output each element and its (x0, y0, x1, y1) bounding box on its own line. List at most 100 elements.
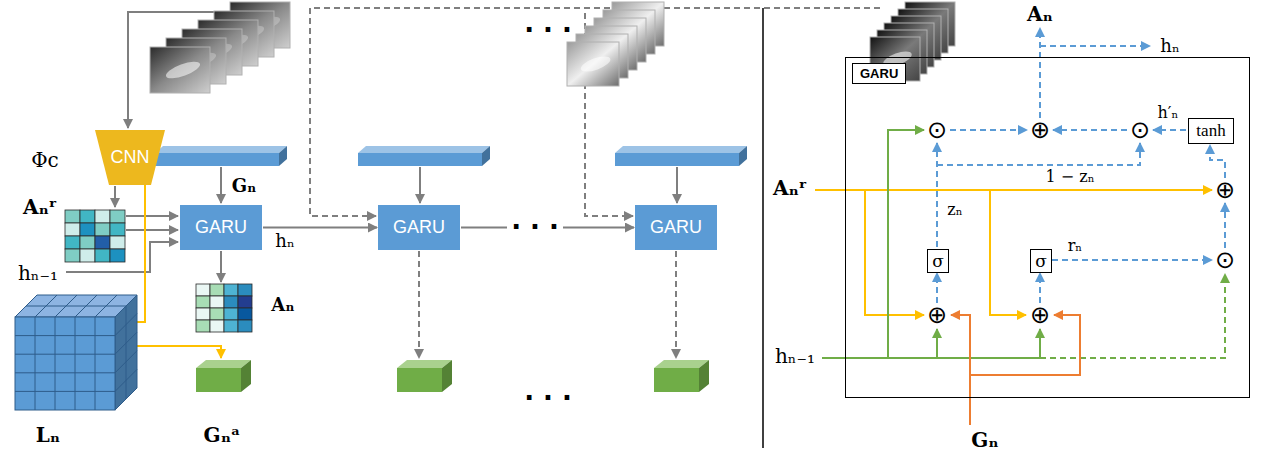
node-text: GARU (195, 218, 247, 238)
operator: ⊕ (927, 302, 947, 328)
flow-arrow (937, 143, 1140, 165)
operator: ⊕ (1215, 177, 1235, 203)
matrix-cell (95, 236, 110, 249)
bar-side (442, 360, 452, 392)
node-text: GARU (650, 218, 702, 238)
matrix-cell (65, 236, 80, 249)
operator: ⊙ (927, 117, 947, 143)
matrix-cell (80, 236, 95, 249)
matrix-cell (224, 308, 238, 320)
cnn-block: CNN (95, 130, 165, 185)
bar-side (699, 360, 709, 392)
state-line (888, 130, 924, 358)
matrix-cell (95, 223, 110, 236)
state-connector (263, 227, 377, 229)
matrix-cell (238, 284, 252, 296)
frame-highlight (579, 53, 612, 74)
bar-front (358, 153, 482, 166)
gate-flow (937, 28, 1225, 303)
video-frames (150, 2, 955, 93)
input-label: Gₙ (971, 429, 998, 451)
sigmoid-gate: σ (927, 249, 949, 273)
garu-cell: GARU (180, 205, 262, 250)
output-label: Aₙ (1027, 3, 1053, 25)
arrow (126, 229, 178, 231)
flow-arrow (1052, 259, 1212, 261)
output-bars (196, 360, 709, 392)
dashed-arrow (418, 251, 420, 358)
feature-bars (155, 146, 747, 166)
operator: ⊕ (1030, 302, 1050, 328)
flow-arrow (1039, 28, 1041, 118)
gate-label: 1 − zₙ (1045, 168, 1094, 186)
bar-front (654, 368, 699, 392)
trapezoid-fill (95, 130, 165, 185)
bar-top (155, 146, 287, 153)
operator: ⊙ (1130, 117, 1150, 143)
global-line (951, 315, 970, 425)
feature-line (137, 346, 221, 358)
state-line (1039, 329, 1041, 358)
arrow (419, 167, 421, 203)
matrix-cell (65, 249, 80, 262)
matrix-cell (95, 249, 110, 262)
flow-arrow (1040, 45, 1150, 47)
matrix-cell (196, 284, 210, 296)
bar-front (155, 153, 279, 166)
matrix-label: Aₙʳ (23, 196, 57, 218)
matrix-cell (238, 320, 252, 332)
video-frame (567, 42, 619, 86)
node-text: GARU (393, 218, 445, 238)
flow-arrow (1053, 129, 1127, 131)
gate-label: rₙ (1068, 237, 1083, 255)
operator: ⊙ (1215, 247, 1235, 273)
dashed-arrow (310, 8, 600, 216)
matrix-cell (238, 308, 252, 320)
flow-arrow (1153, 129, 1186, 131)
operator: ⊕ (1030, 117, 1050, 143)
input-line (990, 190, 1026, 315)
matrix-cell (95, 210, 110, 223)
gate-label: zₙ (947, 201, 962, 219)
arrow (220, 167, 222, 203)
flow-arrow (1210, 145, 1225, 178)
flow-arrow (1224, 203, 1226, 248)
arrow (114, 186, 116, 207)
ellipsis: · · · (524, 16, 572, 45)
feature-label: Lₙ (36, 424, 60, 446)
bar-front (397, 368, 442, 392)
matrix-cell (110, 249, 125, 262)
node-text: CNN (111, 148, 150, 168)
arrow (220, 251, 222, 282)
matrix-cell (196, 296, 210, 308)
gate-label: h′ₙ (1158, 104, 1179, 122)
sigmoid-gate: σ (1030, 249, 1052, 273)
matrix-cell (80, 210, 95, 223)
state-label: hₙ (1160, 36, 1179, 56)
flow-arrow (950, 129, 1027, 131)
node-text: σ (1035, 252, 1047, 271)
ellipsis: · · · (524, 384, 572, 413)
flow-arrow (1039, 273, 1041, 303)
garu-detail-box: GARUσσtanh (845, 57, 1250, 398)
state-line (936, 329, 938, 358)
matrix-cell (196, 308, 210, 320)
matrix-cell (210, 296, 224, 308)
yellow-lines (137, 159, 221, 358)
cube-front (15, 317, 115, 410)
bar-top (358, 146, 490, 153)
state-label: hₙ₋₁ (775, 345, 815, 367)
global-line (970, 315, 1080, 375)
matrix-cell (110, 236, 125, 249)
divider (762, 8, 764, 448)
matrix-label: Aₙ (271, 295, 294, 315)
matrix-cell (238, 296, 252, 308)
garu-cell: GARU (635, 205, 717, 250)
matrix-cell (65, 210, 80, 223)
garu-cell: GARU (378, 205, 460, 250)
state-line (822, 357, 1040, 359)
arrow (676, 167, 678, 203)
flow-arrow (936, 143, 938, 247)
matrix-cell (110, 223, 125, 236)
